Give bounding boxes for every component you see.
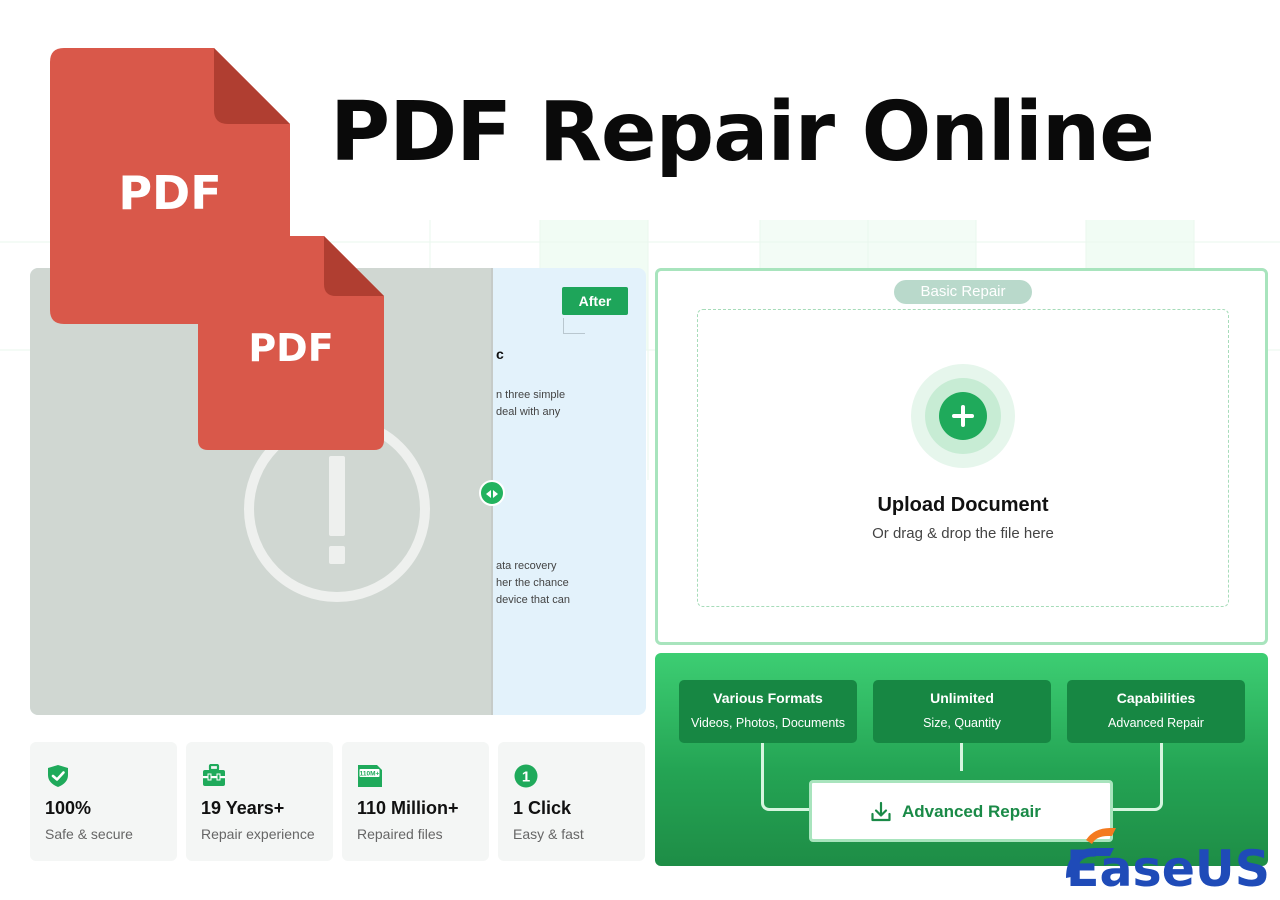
upload-panel: Basic Repair Upload Document Or drag & d… bbox=[655, 268, 1268, 645]
download-icon bbox=[871, 801, 891, 822]
add-file-button[interactable] bbox=[939, 392, 987, 440]
feature-title: Various Formats bbox=[713, 690, 823, 706]
stat-label: Repaired files bbox=[357, 826, 443, 842]
file-drop-zone[interactable]: Upload Document Or drag & drop the file … bbox=[697, 309, 1229, 607]
after-heading: c bbox=[496, 346, 504, 362]
feature-subtitle: Advanced Repair bbox=[1108, 716, 1204, 730]
after-text-line: n three simple bbox=[496, 389, 566, 401]
feature-subtitle: Videos, Photos, Documents bbox=[690, 716, 846, 730]
stat-card: 110M+ 110 Million+ Repaired files bbox=[342, 742, 489, 861]
page-title: PDF Repair Online bbox=[330, 85, 1155, 180]
file-counter-icon: 110M+ bbox=[358, 765, 382, 787]
pdf-file-small-shape bbox=[198, 236, 384, 450]
feature-subtitle: Size, Quantity bbox=[923, 716, 1001, 730]
upload-title: Upload Document bbox=[877, 494, 1049, 516]
stat-value: 100% bbox=[45, 798, 92, 818]
number-one-icon-text: 1 bbox=[522, 769, 530, 786]
stat-card: 100% Safe & secure bbox=[30, 742, 177, 861]
advanced-repair-label: Advanced Repair bbox=[902, 802, 1041, 821]
basic-repair-tag[interactable]: Basic Repair bbox=[894, 280, 1032, 304]
upload-button-ring bbox=[925, 378, 1001, 454]
file-counter-icon-text: 110M+ bbox=[360, 771, 380, 778]
stat-label: Easy & fast bbox=[513, 826, 584, 842]
pdf-file-icon-small: PDF bbox=[198, 236, 384, 450]
upload-button-halo bbox=[911, 364, 1015, 468]
stat-label: Repair experience bbox=[201, 826, 315, 842]
connector-line-right bbox=[1113, 743, 1163, 811]
stat-card: 1 1 Click Easy & fast bbox=[498, 742, 645, 861]
toolbox-icon bbox=[203, 764, 225, 786]
stat-label: Safe & secure bbox=[45, 826, 133, 842]
stat-value: 110 Million+ bbox=[357, 798, 459, 818]
after-text-line: her the chance bbox=[496, 577, 569, 589]
feature-box-unlimited: Unlimited Size, Quantity bbox=[873, 680, 1051, 743]
pdf-label-large: PDF bbox=[118, 166, 222, 220]
after-text-line: device that can bbox=[496, 594, 570, 606]
feature-title: Capabilities bbox=[1116, 690, 1196, 706]
after-text-line: ata recovery bbox=[496, 560, 557, 572]
upload-subtitle: Or drag & drop the file here bbox=[872, 525, 1054, 542]
after-tag-pointer bbox=[563, 318, 585, 334]
feature-title: Unlimited bbox=[930, 690, 994, 706]
shield-check-icon bbox=[48, 765, 68, 787]
stat-value: 19 Years+ bbox=[201, 798, 285, 818]
pdf-label-small: PDF bbox=[248, 326, 334, 370]
after-tag: After bbox=[562, 287, 628, 315]
stat-card: 19 Years+ Repair experience bbox=[186, 742, 333, 861]
after-text-line: deal with any bbox=[496, 406, 561, 418]
advanced-repair-button[interactable]: Advanced Repair bbox=[809, 780, 1113, 842]
stat-value: 1 Click bbox=[513, 798, 572, 818]
number-one-icon: 1 bbox=[514, 764, 538, 788]
advanced-repair-panel: Various Formats Videos, Photos, Document… bbox=[655, 653, 1268, 866]
logo-text: EaseUS bbox=[1066, 840, 1270, 892]
connector-line-left bbox=[761, 743, 811, 811]
feature-box-capabilities: Capabilities Advanced Repair bbox=[1067, 680, 1245, 743]
feature-box-formats: Various Formats Videos, Photos, Document… bbox=[679, 680, 857, 743]
comparison-slider-handle[interactable] bbox=[479, 480, 505, 506]
connector-line-center bbox=[960, 743, 963, 771]
easeus-logo: EaseUS bbox=[1066, 828, 1270, 892]
